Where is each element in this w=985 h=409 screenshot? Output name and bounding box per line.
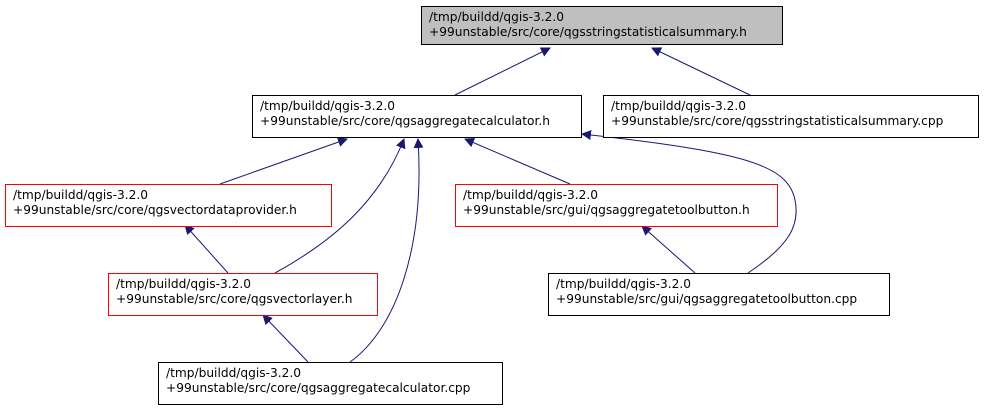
edge-aggcalc-cpp-to-aggcalc-h — [349, 138, 424, 363]
node-path-line: /tmp/buildd/qgis-3.2.0 — [463, 188, 599, 202]
node-qgsvectordataprovider-h[interactable]: /tmp/buildd/qgis-3.2.0 +99unstable/src/c… — [5, 184, 332, 227]
edge-aggtoolbtn-cpp-to-aggcalc-h — [581, 130, 797, 274]
node-file-line: +99unstable/src/core/qgsaggregatecalcula… — [260, 114, 550, 128]
edge-aggcalc-cpp-to-veclayer-h — [262, 314, 309, 363]
node-path-line: /tmp/buildd/qgis-3.2.0 — [13, 188, 149, 202]
node-path-line: /tmp/buildd/qgis-3.2.0 — [429, 10, 565, 24]
node-path-line: /tmp/buildd/qgis-3.2.0 — [611, 99, 747, 113]
edge-vecdataprov-h-to-aggcalc-h — [219, 137, 348, 185]
node-qgsaggregatetoolbutton-cpp[interactable]: /tmp/buildd/qgis-3.2.0 +99unstable/src/g… — [548, 273, 890, 316]
edge-veclayer-h-to-vecdataprov-h — [184, 224, 229, 274]
node-path-line: /tmp/buildd/qgis-3.2.0 — [556, 277, 692, 291]
node-file-line: +99unstable/src/core/qgsvectorlayer.h — [116, 292, 353, 306]
node-path-line: /tmp/buildd/qgis-3.2.0 — [116, 277, 252, 291]
edge-strstat-cpp-to-root — [651, 47, 751, 96]
node-file-line: +99unstable/src/core/qgsstringstatistica… — [429, 25, 747, 39]
edge-aggtoolbtn-h-to-aggcalc-h — [464, 137, 571, 185]
node-qgsstringstatisticalsummary-cpp[interactable]: /tmp/buildd/qgis-3.2.0 +99unstable/src/c… — [603, 95, 979, 138]
node-file-line: +99unstable/src/core/qgsvectordataprovid… — [13, 203, 297, 217]
node-qgsaggregatecalculator-cpp[interactable]: /tmp/buildd/qgis-3.2.0 +99unstable/src/c… — [158, 362, 503, 405]
edge-aggcalc-h-to-root — [454, 47, 551, 96]
node-file-line: +99unstable/src/gui/qgsaggregatetoolbutt… — [463, 203, 750, 217]
node-file-line: +99unstable/src/core/qgsstringstatistica… — [611, 114, 944, 128]
node-file-line: +99unstable/src/core/qgsaggregatecalcula… — [166, 381, 471, 395]
node-qgsvectorlayer-h[interactable]: /tmp/buildd/qgis-3.2.0 +99unstable/src/c… — [108, 273, 378, 316]
edge-veclayer-h-to-aggcalc-h — [274, 138, 406, 274]
node-path-line: /tmp/buildd/qgis-3.2.0 — [260, 99, 396, 113]
node-qgsaggregatecalculator-h[interactable]: /tmp/buildd/qgis-3.2.0 +99unstable/src/c… — [252, 95, 582, 138]
node-qgsaggregatetoolbutton-h[interactable]: /tmp/buildd/qgis-3.2.0 +99unstable/src/g… — [455, 184, 778, 227]
node-file-line: +99unstable/src/gui/qgsaggregatetoolbutt… — [556, 292, 858, 306]
node-path-line: /tmp/buildd/qgis-3.2.0 — [166, 366, 302, 380]
edge-aggtoolbtn-cpp-to-aggtoolbtn-h — [641, 225, 696, 274]
node-root-qgsstringstatisticalsummary-h: /tmp/buildd/qgis-3.2.0 +99unstable/src/c… — [421, 6, 783, 45]
